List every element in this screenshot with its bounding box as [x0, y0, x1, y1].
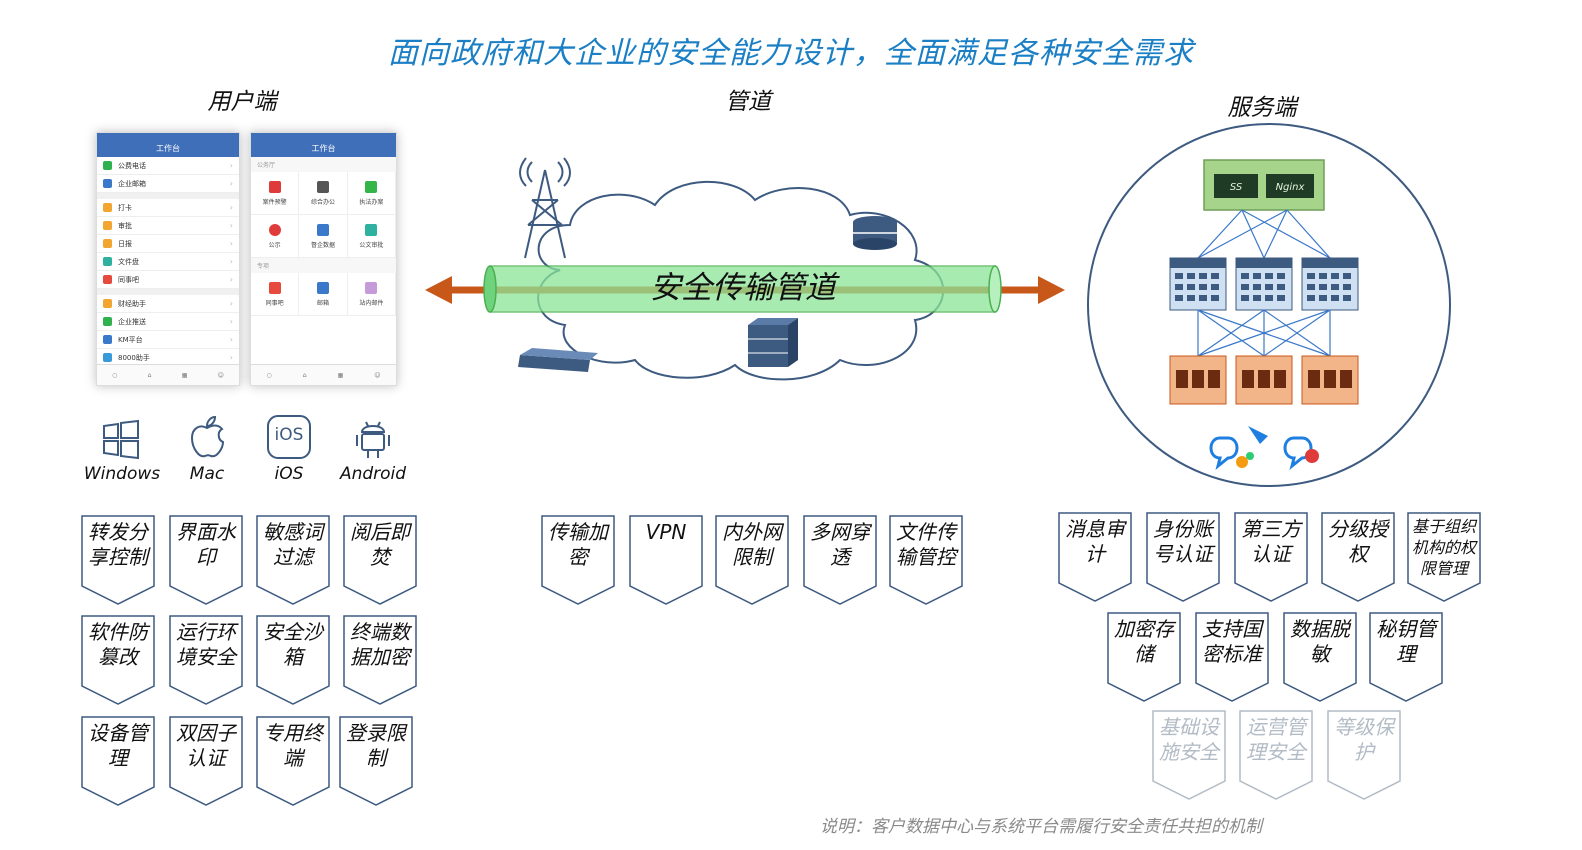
ios-icon: iOS — [266, 414, 312, 460]
windows-icon — [100, 418, 142, 460]
feature-shield: 多网穿透 — [800, 514, 880, 606]
apple-icon — [186, 414, 228, 460]
feature-shield: 分级授权 — [1318, 511, 1398, 603]
feature-shield: 阅后即焚 — [340, 514, 420, 606]
app-db-connections — [1197, 309, 1331, 357]
list-item: 文件盘› — [97, 253, 239, 271]
list-item: KM平台› — [97, 331, 239, 349]
grid-cell: 同事吧 — [251, 273, 300, 316]
list-item: 审批› — [97, 217, 239, 235]
os-label-windows: Windows — [83, 464, 161, 484]
grid-cell: 督企数据 — [299, 215, 348, 258]
database-server-icon — [1301, 355, 1359, 405]
phone-title: 工作台 — [97, 141, 239, 157]
secure-pipe-diagram: 安全传输管道 — [425, 157, 1065, 381]
app-server-icon — [1169, 257, 1227, 311]
grid-cell: 公示 — [251, 215, 300, 258]
lb-label-ss: SS — [1230, 182, 1243, 193]
list-item: 企业推送› — [97, 313, 239, 331]
chat-app-logo-icon — [1209, 426, 1268, 470]
feature-shield: 运行环境安全 — [166, 614, 246, 706]
feature-shield: 身份账号认证 — [1143, 511, 1223, 603]
feature-shield: 终端数据加密 — [340, 614, 420, 706]
pipe-label: 安全传输管道 — [650, 270, 840, 306]
grid-cell: 邮箱 — [299, 273, 348, 316]
phone-title: 工作台 — [251, 141, 396, 157]
list-item: 同事吧› — [97, 271, 239, 289]
lb-app-connections — [1197, 209, 1331, 259]
list-item: 打卡› — [97, 199, 239, 217]
feature-shield: 文件传输管控 — [886, 514, 966, 606]
feature-shield: 界面水印 — [166, 514, 246, 606]
grid-cell: 公文审批 — [347, 215, 396, 258]
phone-mockup-grid: 工作台 公务厅 案件预警 综合办公 执法办案 公示 督企数据 公文审批 专项 同… — [250, 132, 397, 386]
page-title: 面向政府和大企业的安全能力设计，全面满足各种安全需求 — [388, 36, 1194, 71]
list-item: 公费电话› — [97, 157, 239, 175]
feature-shield: 设备管理 — [78, 715, 158, 807]
phone-tabbar: ○⌂▦☺ — [251, 364, 396, 385]
feature-shield: 内外网限制 — [712, 514, 792, 606]
feature-shield: 转发分享控制 — [78, 514, 158, 606]
antenna-tower-icon — [519, 157, 571, 259]
os-label-mac: Mac — [189, 464, 225, 484]
phone-section-tag: 专项 — [251, 258, 396, 273]
feature-shield: 加密存储 — [1104, 611, 1184, 703]
feature-shield: 专用终端 — [253, 715, 333, 807]
feature-shield: 安全沙箱 — [253, 614, 333, 706]
os-label-ios: iOS — [274, 464, 304, 484]
firewall-icon — [748, 318, 798, 367]
phone-mockup-list: 工作台 公费电话› 企业邮箱› 打卡› 审批› 日报› 文件盘› 同事吧› 财经… — [96, 132, 240, 386]
feature-shield: 支持国密标准 — [1192, 611, 1272, 703]
feature-shield: 登录限制 — [336, 715, 416, 807]
grid-cell: 综合办公 — [299, 172, 348, 215]
section-label-server: 服务端 — [1227, 95, 1297, 121]
feature-shield: 传输加密 — [538, 514, 618, 606]
feature-shield: 双因子认证 — [166, 715, 246, 807]
feature-shield-faded: 运营管理安全 — [1236, 709, 1316, 801]
android-icon — [352, 414, 394, 460]
feature-shield: 秘钥管理 — [1366, 611, 1446, 703]
list-item: 财经助手› — [97, 295, 239, 313]
server-architecture-diagram: SS Nginx — [1087, 123, 1451, 487]
router-icon — [853, 216, 897, 250]
grid-cell: 站内邮件 — [347, 273, 396, 316]
footnote: 说明：客户数据中心与系统平台需履行安全责任共担的机制 — [820, 817, 1262, 837]
feature-shield-faded: 等级保护 — [1324, 709, 1404, 801]
feature-shield: 消息审计 — [1055, 511, 1135, 603]
chat-app-logo-icon — [1283, 436, 1319, 470]
feature-shield: VPN — [626, 514, 706, 606]
feature-shield: 敏感词过滤 — [253, 514, 333, 606]
feature-shield: 数据脱敏 — [1280, 611, 1360, 703]
grid-cell: 执法办案 — [347, 172, 396, 215]
phone-tabbar: ○⌂▦☺ — [97, 364, 239, 385]
phone-section-tag: 公务厅 — [251, 157, 396, 172]
section-label-client: 用户端 — [207, 89, 277, 115]
os-label-android: Android — [339, 464, 407, 484]
feature-shield: 第三方认证 — [1231, 511, 1311, 603]
ios-badge-text: iOS — [274, 425, 304, 445]
feature-shield: 软件防篡改 — [78, 614, 158, 706]
feature-shield: 基于组织机构的权限管理 — [1404, 511, 1484, 603]
app-server-icon — [1301, 257, 1359, 311]
database-server-icon — [1235, 355, 1293, 405]
grid-cell: 案件预警 — [251, 172, 300, 215]
list-item: 日报› — [97, 235, 239, 253]
app-server-icon — [1235, 257, 1293, 311]
arrow-left-icon — [425, 276, 452, 304]
lb-label-nginx: Nginx — [1276, 182, 1305, 193]
section-label-pipe: 管道 — [725, 89, 771, 115]
database-server-icon — [1169, 355, 1227, 405]
list-item: 企业邮箱› — [97, 175, 239, 193]
network-switch-icon — [518, 348, 598, 372]
arrow-right-icon — [1038, 276, 1065, 304]
feature-shield-faded: 基础设施安全 — [1149, 709, 1229, 801]
